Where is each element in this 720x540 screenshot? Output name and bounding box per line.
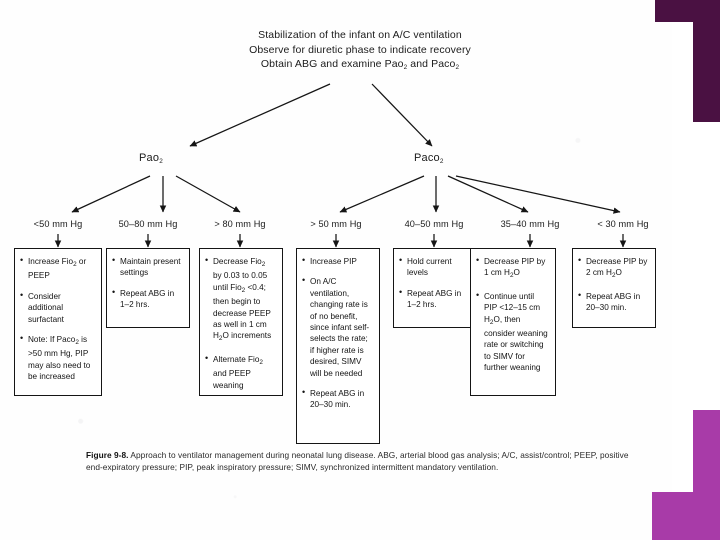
figure-caption: Figure 9-8. Approach to ventilator manag… xyxy=(86,450,634,473)
threshold-label-4: > 50 mm Hg xyxy=(310,219,362,229)
box-item: Repeat ABG in 20–30 min. xyxy=(578,290,649,314)
box-item: Maintain present settings xyxy=(112,255,183,279)
box-item: Repeat ABG in 1–2 hrs. xyxy=(399,287,468,311)
figure-caption-label: Figure 9-8. xyxy=(86,450,129,460)
box-item: Increase Fio2 or PEEP xyxy=(20,255,95,282)
box-pao2-low: Increase Fio2 or PEEP Consider additiona… xyxy=(14,248,102,396)
figure-caption-text: Approach to ventilator management during… xyxy=(86,450,629,472)
box-item: Repeat ABG in 1–2 hrs. xyxy=(112,287,183,311)
threshold-label-7: < 30 mm Hg xyxy=(597,219,649,229)
threshold-label-6: 35–40 mm Hg xyxy=(500,219,560,229)
box-item: Note: If Paco2 is >50 mm Hg, PIP may als… xyxy=(20,333,95,383)
node-label-paco2: Paco2 xyxy=(414,152,444,165)
box-pao2-mid: Maintain present settings Repeat ABG in … xyxy=(106,248,190,328)
slide-sheet: Stabilization of the infant on A/C venti… xyxy=(0,0,672,540)
box-item: Decrease PIP by 1 cm H2O xyxy=(476,255,549,282)
box-item: Continue until PIP <12–15 cm H2O, then c… xyxy=(476,290,549,374)
header-line-2: Observe for diuretic phase to indicate r… xyxy=(249,43,471,56)
box-item: Decrease PIP by 2 cm H2O xyxy=(578,255,649,282)
box-item: Decrease Fio2 by 0.03 to 0.05 until Fio2… xyxy=(205,255,276,345)
header-line-1: Stabilization of the infant on A/C venti… xyxy=(258,29,462,41)
box-item: Consider additional surfactant xyxy=(20,290,95,325)
threshold-label-2: 50–80 mm Hg xyxy=(118,219,178,229)
box-paco2-high: Increase PIP On A/C ventilation, changin… xyxy=(296,248,380,444)
header-line-3: Obtain ABG and examine Pao2 and Paco2 xyxy=(260,58,460,71)
box-item: Increase PIP xyxy=(302,255,373,267)
box-paco2-verylow: Decrease PIP by 2 cm H2O Repeat ABG in 2… xyxy=(572,248,656,328)
threshold-label-3: > 80 mm Hg xyxy=(214,219,266,229)
decoration-bottom-right-strip xyxy=(652,492,720,540)
box-item: Alternate Fio2 and PEEP weaning xyxy=(205,353,276,391)
box-item: Repeat ABG in 20–30 min. xyxy=(302,387,373,411)
flowchart-header: Stabilization of the infant on A/C venti… xyxy=(150,28,570,76)
node-label-pao2: Pao2 xyxy=(139,152,163,165)
box-item: Hold current levels xyxy=(399,255,468,279)
box-paco2-normal: Hold current levels Repeat ABG in 1–2 hr… xyxy=(393,248,475,328)
threshold-label-1: <50 mm Hg xyxy=(33,219,83,229)
threshold-label-5: 40–50 mm Hg xyxy=(404,219,464,229)
box-pao2-high: Decrease Fio2 by 0.03 to 0.05 until Fio2… xyxy=(199,248,283,396)
decoration-top-right-block xyxy=(655,0,693,22)
box-paco2-low: Decrease PIP by 1 cm H2O Continue until … xyxy=(470,248,556,396)
box-item: On A/C ventilation, changing rate is of … xyxy=(302,275,373,379)
